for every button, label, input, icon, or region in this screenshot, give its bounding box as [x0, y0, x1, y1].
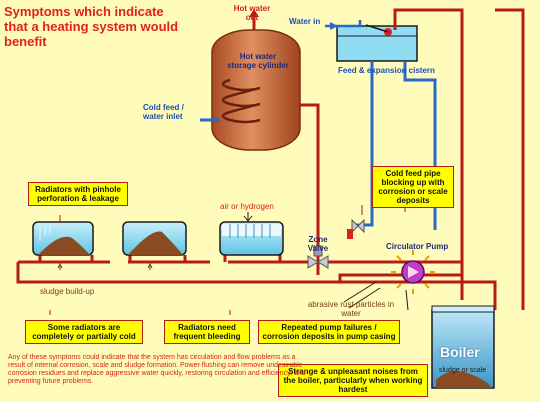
sludge-buildup-label: sludge build-up	[40, 287, 95, 296]
abrasive-particles-label: abrasive rust particles in water	[307, 300, 395, 318]
cold-feed-valve	[347, 218, 365, 239]
radiator-1	[32, 221, 94, 256]
callout-cold-feed-blocking: Cold feed pipe blocking up with corrosio…	[372, 166, 454, 208]
hot-water-out-label: Hot water out	[233, 4, 271, 22]
circulator-pump-label: Circulator Pump	[386, 242, 449, 251]
zone-valve	[307, 245, 329, 269]
circulator-pump	[391, 250, 435, 294]
radiator-2	[122, 221, 187, 256]
boiler-label: Boiler	[440, 344, 480, 360]
callout-radiators-cold: Some radiators are completely or partial…	[25, 320, 143, 344]
cold-feed-label: Cold feed / water inlet	[143, 103, 184, 121]
callout-frequent-bleeding: Radiators need frequent bleeding	[164, 320, 250, 344]
callout-boiler-noises: Strange & unpleasant noises from the boi…	[278, 364, 428, 397]
hot-water-cylinder-label: Hot water storage cylinder	[227, 52, 289, 70]
feed-cistern-label: Feed & expansion cistern	[338, 66, 435, 75]
footnote-text: Any of these symptoms could indicate tha…	[8, 354, 306, 385]
callout-pinhole-radiators: Radiators with pinhole perforation & lea…	[28, 182, 128, 206]
feed-cistern	[336, 24, 418, 62]
water-in-label: Water in	[289, 17, 321, 26]
boiler	[431, 305, 495, 389]
radiator-3	[219, 221, 284, 256]
diagram-title: Symptoms which indicate that a heating s…	[4, 4, 179, 49]
zone-valve-label: Zone Valve	[307, 235, 329, 253]
boiler-sludge-label: sludge or scale	[439, 367, 487, 374]
air-or-hydrogen-label: air or hydrogen	[220, 202, 274, 211]
hot-water-cylinder	[211, 29, 301, 151]
callout-pump-failures: Repeated pump failures / corrosion depos…	[258, 320, 400, 344]
